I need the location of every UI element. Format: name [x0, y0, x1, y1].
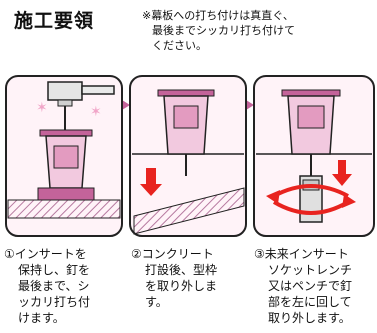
step-line: けます。	[18, 311, 65, 325]
step-line: ソケットレンチ	[268, 263, 353, 277]
step-line: ③未来インサート	[254, 247, 349, 261]
formwork-plank	[7, 199, 121, 219]
step1-illustration: ✶ ✶	[5, 75, 123, 237]
note-line: 最後までシッカリ打ち付けて	[152, 24, 295, 37]
down-arrow-icon	[332, 160, 352, 186]
insert-top	[39, 129, 93, 137]
step-3-text: ③未来インサート ソケットレンチ 又はペンチで釘 部を左に回して 取り外します。	[254, 246, 377, 326]
installation-note: ※幕板への打ち付けは真直ぐ、 最後までシッカリ打ち付けて ください。	[142, 8, 374, 53]
step-line: を取り外しま	[145, 279, 218, 293]
rotate-arrow-icon	[273, 184, 349, 198]
impact-star-icon: ✶	[90, 104, 102, 120]
remove-arrow-icon	[140, 168, 162, 196]
step-arrow	[246, 100, 254, 110]
installation-diagram: ✶ ✶	[5, 75, 375, 237]
step-line: 最後まで、シ	[18, 279, 90, 293]
step-line: す。	[145, 295, 168, 309]
impact-star-icon: ✶	[36, 100, 48, 116]
step-line: 保持し、釘を	[18, 263, 91, 277]
step-1-text: ①インサートを 保持し、釘を 最後まで、シ ッカリ打ち付 けます。	[4, 246, 128, 326]
removed-formwork	[133, 187, 245, 235]
step-line: 打設後、型枠	[145, 263, 218, 277]
hammer-handle	[81, 85, 115, 95]
step-line: ッカリ打ち付	[18, 295, 91, 309]
hammer-head	[47, 81, 83, 101]
note-line: ※幕板への打ち付けは真直ぐ、	[142, 9, 294, 22]
step-2-text: ②コンクリート 打設後、型枠 を取り外しま す。	[131, 246, 251, 310]
step-line: 取り外します。	[268, 311, 351, 325]
step-line: 又はペンチで釘	[268, 279, 353, 293]
page-title: 施工要領	[14, 10, 95, 32]
step-line: ①インサートを	[4, 247, 87, 261]
step3-illustration	[253, 75, 375, 237]
step-line: ②コンクリート	[131, 247, 214, 261]
step2-illustration	[129, 75, 247, 237]
note-line: ください。	[152, 39, 207, 52]
step-arrow	[122, 100, 130, 110]
step-line: 部を左に回して	[268, 295, 352, 309]
